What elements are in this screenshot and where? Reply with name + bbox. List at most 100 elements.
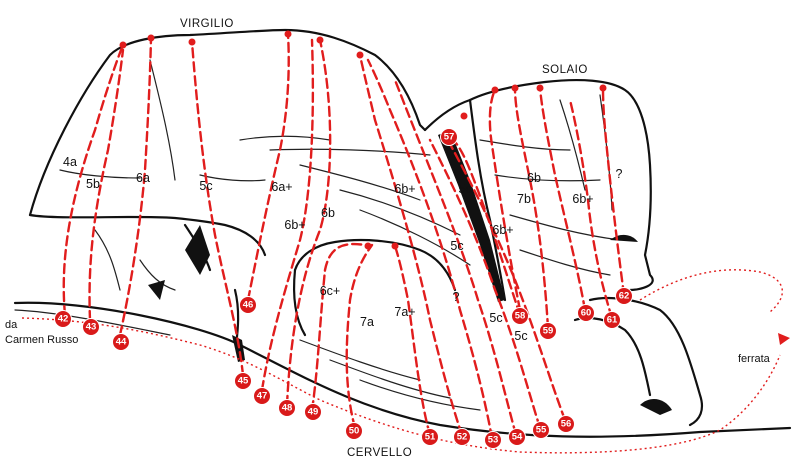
svg-text:56: 56 [561, 419, 572, 430]
grade-label: 5c [514, 329, 527, 343]
svg-text:45: 45 [238, 376, 249, 387]
grade-labels: 4a 5b 6a 5c 6a+ 6b+ 6b 6c+ 7a 7a+ ? 6b+ … [63, 155, 622, 343]
route-badge-49: 49 [304, 403, 322, 421]
grade-label: 5c [489, 311, 502, 325]
route-59 [513, 86, 550, 330]
route-badge-53: 53 [484, 431, 502, 449]
svg-text:50: 50 [349, 426, 360, 437]
svg-text:52: 52 [457, 432, 468, 443]
grade-label: 5c [199, 179, 212, 193]
route-badge-42: 42 [54, 310, 72, 328]
route-55 [428, 138, 542, 430]
route-51 [393, 244, 432, 437]
svg-text:55: 55 [536, 425, 547, 436]
route-badge-46: 46 [239, 296, 257, 314]
route-badge-45: 45 [234, 372, 252, 390]
svg-text:48: 48 [282, 403, 293, 414]
route-badge-52: 52 [453, 428, 471, 446]
route-49 [310, 242, 367, 412]
sector-cervello: CERVELLO [347, 447, 412, 459]
route-53 [366, 58, 494, 440]
trail-labels: da Carmen Russo ferrata [5, 319, 771, 365]
route-44 [118, 36, 153, 337]
grade-label: 6b [527, 171, 541, 185]
grade-label: ? [453, 290, 460, 304]
approach-label-line1: da [5, 319, 18, 331]
route-badge-48: 48 [278, 399, 296, 417]
grade-label: 6b+ [492, 223, 513, 237]
route-badge-44: 44 [112, 333, 130, 351]
route-badge-50: 50 [345, 422, 363, 440]
grade-label: 6b+ [572, 192, 593, 206]
route-52 [358, 53, 464, 437]
svg-text:59: 59 [543, 326, 554, 337]
route-60 [538, 86, 587, 312]
route-58 [488, 88, 522, 312]
route-42 [62, 43, 125, 317]
ground [13, 301, 792, 438]
grade-label: ? [616, 167, 623, 181]
route-badge-54: 54 [508, 428, 526, 446]
route-badge-60: 60 [577, 304, 595, 322]
sector-labels: VIRGILIO SOLAIO CERVELLO [180, 18, 588, 459]
svg-text:60: 60 [581, 308, 592, 319]
route-badges: 42 43 44 45 46 47 48 49 50 51 52 53 54 5… [54, 128, 633, 449]
grade-label: 5b [86, 177, 100, 191]
route-50 [345, 243, 374, 430]
grade-label: 7a [360, 315, 374, 329]
route-badge-59: 59 [539, 322, 557, 340]
route-45 [190, 40, 245, 377]
grade-label: 5c [450, 239, 463, 253]
svg-text:51: 51 [425, 432, 436, 443]
sector-solaio: SOLAIO [542, 64, 588, 76]
route-61 [568, 98, 614, 320]
route-badge-43: 43 [82, 318, 100, 336]
svg-text:44: 44 [116, 337, 127, 348]
rock-shadows [148, 130, 672, 415]
svg-text:58: 58 [515, 311, 526, 322]
route-badge-57: 57 [440, 128, 458, 146]
grade-label: 6a+ [271, 180, 292, 194]
route-47 [260, 38, 315, 392]
route-57 [446, 133, 522, 317]
svg-text:46: 46 [243, 300, 254, 311]
route-badge-61: 61 [603, 311, 621, 329]
grade-label: 7b [517, 192, 531, 206]
routes [62, 32, 626, 440]
route-badge-62: 62 [615, 287, 633, 305]
svg-text:49: 49 [308, 407, 319, 418]
svg-text:57: 57 [444, 132, 455, 143]
grade-label: 6a [136, 171, 150, 185]
grade-label: 6c+ [320, 284, 341, 298]
route-62 [601, 86, 626, 297]
svg-text:53: 53 [488, 435, 499, 446]
grade-label: 6b [321, 206, 335, 220]
grade-label: 5c [458, 182, 471, 196]
route-badge-55: 55 [532, 421, 550, 439]
route-badge-56: 56 [557, 415, 575, 433]
svg-text:54: 54 [512, 432, 523, 443]
grade-label: 6b+ [284, 218, 305, 232]
route-badge-58: 58 [511, 307, 529, 325]
svg-text:61: 61 [607, 315, 618, 326]
grade-label: 4a [63, 155, 77, 169]
route-48 [285, 38, 332, 407]
grade-label: 6b+ [394, 182, 415, 196]
approach-trail [21, 269, 790, 454]
route-badge-47: 47 [253, 387, 271, 405]
route-tops [119, 30, 607, 250]
rock-texture [59, 59, 621, 411]
svg-text:62: 62 [619, 291, 630, 302]
approach-label-line2: Carmen Russo [5, 334, 78, 346]
sector-virgilio: VIRGILIO [180, 18, 234, 30]
svg-text:43: 43 [86, 322, 97, 333]
route-46 [246, 32, 290, 302]
exit-label: ferrata [738, 353, 771, 365]
svg-text:47: 47 [257, 391, 268, 402]
svg-text:42: 42 [58, 314, 69, 325]
route-43 [88, 48, 125, 322]
route-54 [393, 78, 518, 437]
route-badge-51: 51 [421, 428, 439, 446]
grade-label: 7a+ [394, 305, 415, 319]
